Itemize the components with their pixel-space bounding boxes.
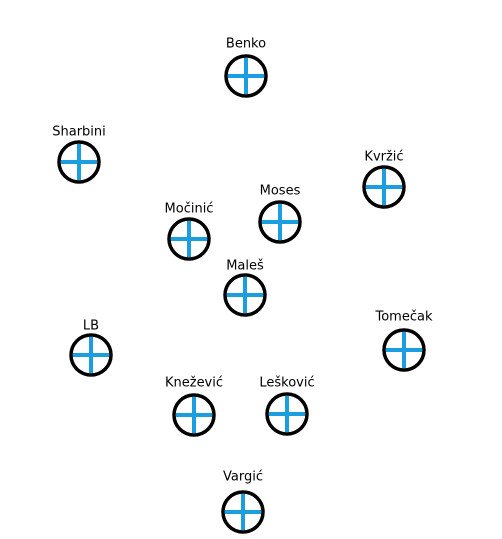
- player-name-vargic: Vargić: [223, 469, 263, 485]
- player-name-tomecak: Tomečak: [375, 309, 433, 325]
- player-marker-icon: [382, 328, 426, 372]
- player-marker-icon: [167, 217, 211, 261]
- player-name-lb: LB: [82, 318, 100, 334]
- player-marker-icon: [69, 333, 113, 377]
- player-marker-icon: [258, 200, 302, 244]
- player-name-benko: Benko: [225, 36, 267, 52]
- player-name-mocinic: Močinić: [164, 201, 214, 217]
- player-name-kvrzic: Kvržić: [364, 149, 404, 165]
- player-marker-icon: [172, 393, 216, 437]
- player-marker-icon: [265, 392, 309, 436]
- player-name-sharbini: Sharbini: [52, 124, 106, 140]
- player-marker-icon: [57, 140, 101, 184]
- player-name-moses: Moses: [259, 183, 301, 199]
- player-name-males: Maleš: [226, 258, 264, 274]
- player-marker-icon: [362, 165, 406, 209]
- player-name-knezevic: Knežević: [164, 375, 224, 391]
- player-marker-icon: [221, 490, 265, 534]
- player-marker-icon: [223, 273, 267, 317]
- player-name-leskovic: Lešković: [259, 375, 315, 391]
- player-marker-icon: [224, 54, 268, 98]
